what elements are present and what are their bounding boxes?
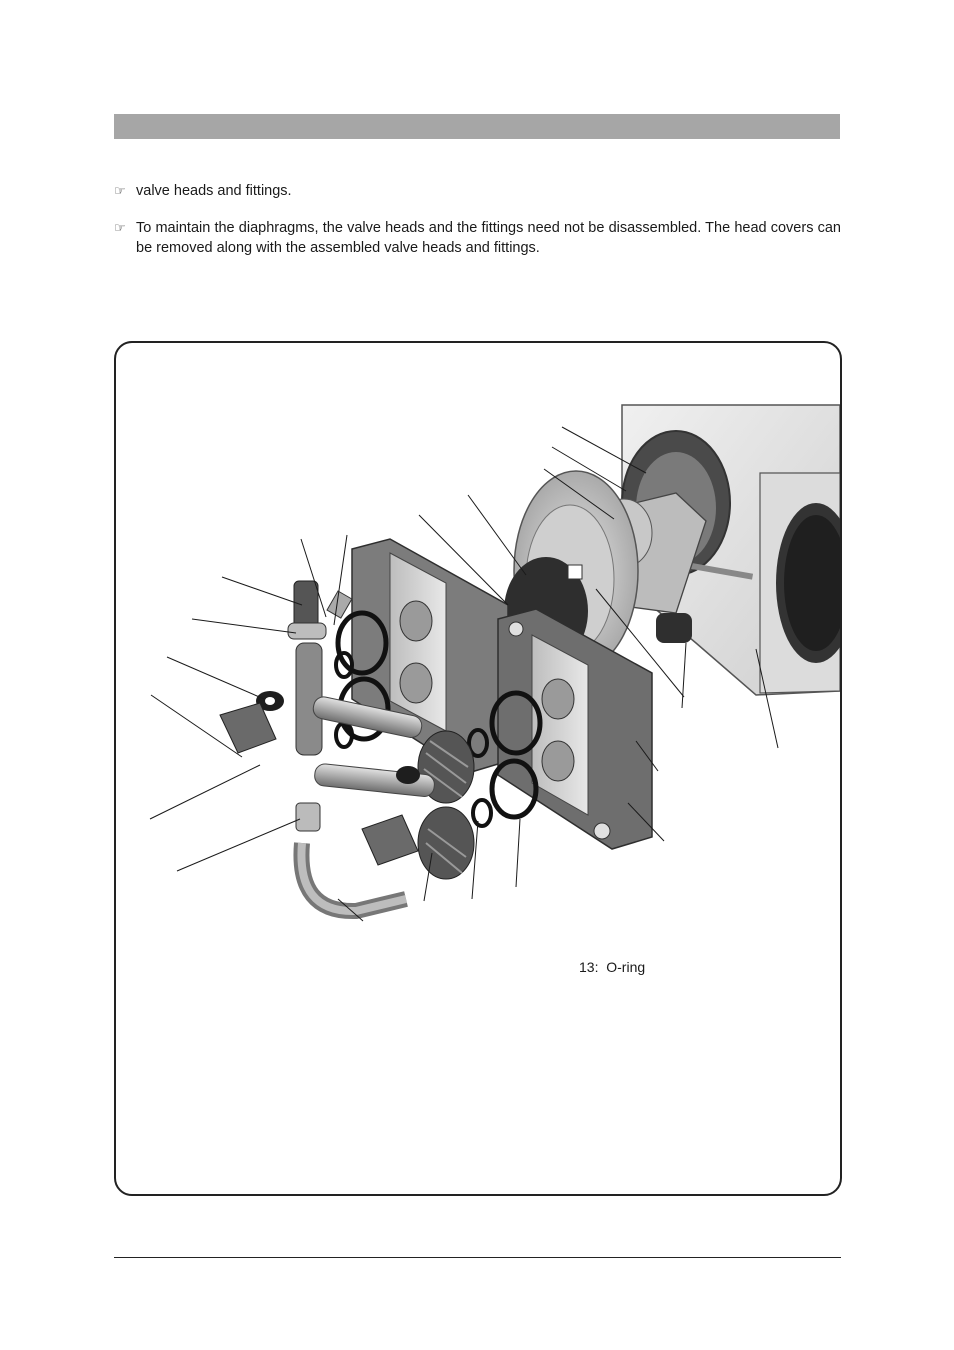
note-text: valve heads and fittings. <box>136 183 292 199</box>
pump-exploded-drawing <box>149 404 840 922</box>
valve-plates <box>417 730 475 880</box>
leader-lines <box>149 426 779 922</box>
section-header-bar <box>114 114 840 139</box>
pointing-hand-icon: ☞ <box>114 220 126 235</box>
footer-rule <box>114 1257 841 1258</box>
note-item-1: ☞ valve heads and fittings. <box>114 181 841 201</box>
legend-item-o-ring: 13: O-ring <box>579 959 646 975</box>
note-item-2: ☞ To maintain the diaphragms, the valve … <box>114 218 841 258</box>
note-text: To maintain the diaphragms, the valve he… <box>136 220 841 256</box>
fittings-and-tubes <box>219 580 435 920</box>
head-cover-front <box>497 608 653 850</box>
exploded-view-figure: 13: O-ring <box>114 341 842 1196</box>
pointing-hand-icon: ☞ <box>114 183 126 198</box>
